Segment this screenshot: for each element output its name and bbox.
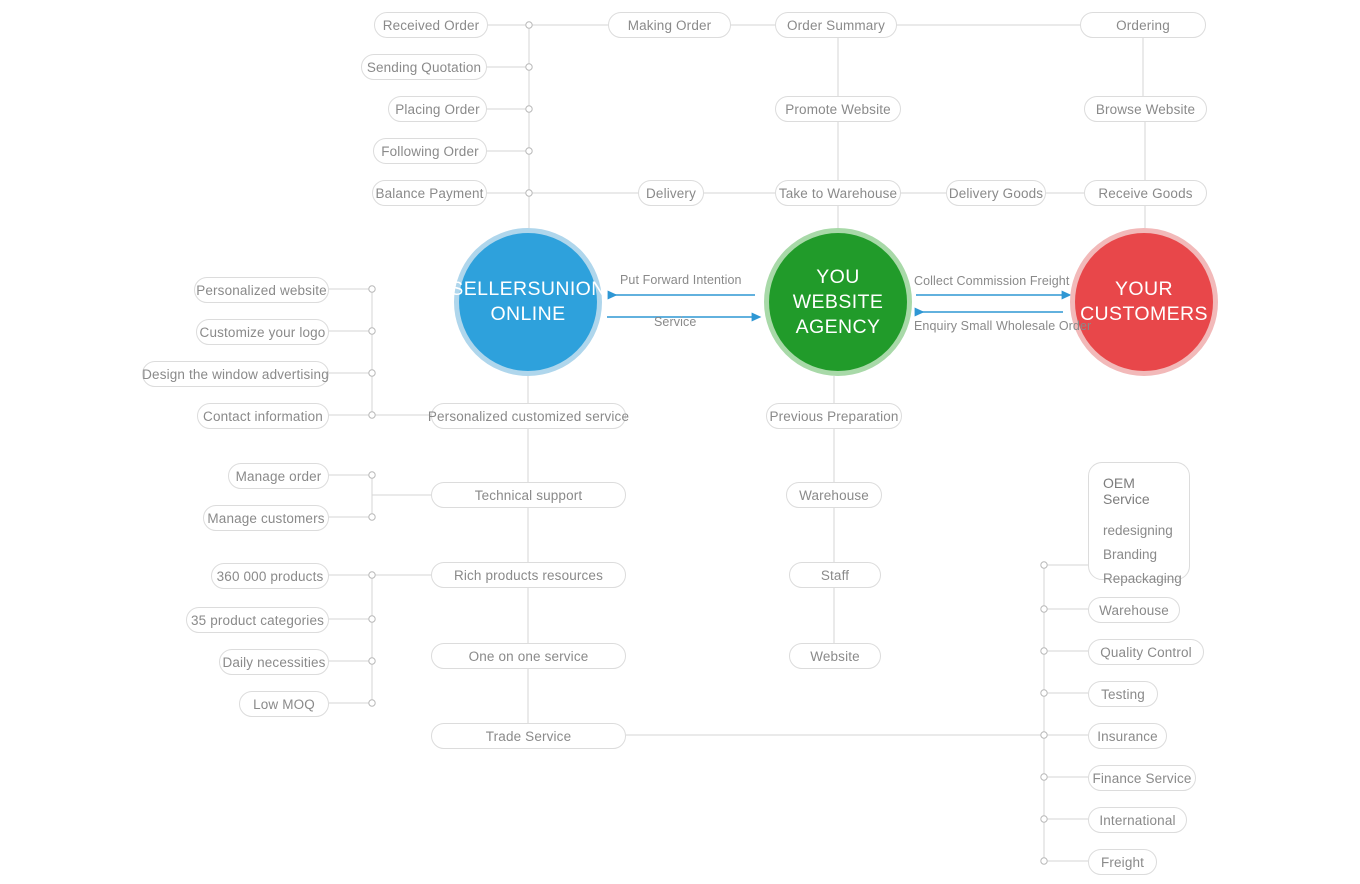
node-delivery-goods[interactable]: Delivery Goods [946, 180, 1046, 206]
circle-blue-line1: SELLERSUNION [450, 278, 606, 300]
node-35-product-categories[interactable]: 35 product categories [186, 607, 329, 633]
arrow-label-put-forward-intention: Put Forward Intention [620, 273, 742, 287]
arrow-label-service: Service [654, 315, 697, 329]
node-receive-goods[interactable]: Receive Goods [1084, 180, 1207, 206]
node-take-to-warehouse[interactable]: Take to Warehouse [775, 180, 901, 206]
node-following-order[interactable]: Following Order [373, 138, 487, 164]
node-design-window-advertising[interactable]: Design the window advertising [142, 361, 329, 387]
node-staff[interactable]: Staff [789, 562, 881, 588]
node-promote-website[interactable]: Promote Website [775, 96, 901, 122]
node-received-order[interactable]: Received Order [374, 12, 488, 38]
node-freight[interactable]: Freight [1088, 849, 1157, 875]
node-technical-support[interactable]: Technical support [431, 482, 626, 508]
node-website[interactable]: Website [789, 643, 881, 669]
node-balance-payment[interactable]: Balance Payment [372, 180, 487, 206]
node-sending-quotation[interactable]: Sending Quotation [361, 54, 487, 80]
node-trade-service[interactable]: Trade Service [431, 723, 626, 749]
circle-red-line1: YOUR [1115, 278, 1173, 300]
node-center-warehouse[interactable]: Warehouse [786, 482, 882, 508]
node-previous-preparation[interactable]: Previous Preparation [766, 403, 902, 429]
node-right-warehouse[interactable]: Warehouse [1088, 597, 1180, 623]
node-testing[interactable]: Testing [1088, 681, 1158, 707]
circle-your-website-agency[interactable]: YOU WEBSITE AGENCY [764, 228, 912, 376]
arrow-label-enquiry-wholesale: Enquiry Small Wholesale Order [914, 319, 1092, 333]
circle-red-line2: CUSTOMERS [1080, 303, 1208, 325]
circle-green-line1: YOU [816, 265, 860, 288]
node-contact-information[interactable]: Contact information [197, 403, 329, 429]
oem-item-redesigning: redesigning [1103, 523, 1173, 538]
oem-service-title: OEM Service [1103, 475, 1150, 507]
circle-your-customers[interactable]: YOUR CUSTOMERS [1070, 228, 1218, 376]
node-browse-website[interactable]: Browse Website [1084, 96, 1207, 122]
node-daily-necessities[interactable]: Daily necessities [219, 649, 329, 675]
node-delivery[interactable]: Delivery [638, 180, 704, 206]
node-placing-order[interactable]: Placing Order [388, 96, 487, 122]
node-finance-service[interactable]: Finance Service [1088, 765, 1196, 791]
circle-blue-line2: ONLINE [490, 303, 566, 325]
node-one-on-one-service[interactable]: One on one service [431, 643, 626, 669]
node-personalized-customized-service[interactable]: Personalized customized service [428, 403, 629, 429]
circle-green-line2: WEBSITE [792, 290, 884, 313]
node-low-moq[interactable]: Low MOQ [239, 691, 329, 717]
oem-item-repackaging: Repackaging [1103, 571, 1182, 586]
node-insurance[interactable]: Insurance [1088, 723, 1167, 749]
node-making-order[interactable]: Making Order [608, 12, 731, 38]
node-oem-service-box[interactable]: OEM Service redesigning Branding Repacka… [1088, 462, 1190, 586]
oem-item-branding: Branding [1103, 547, 1158, 562]
circle-sellersunion-online[interactable]: SELLERSUNION ONLINE [450, 228, 605, 376]
circle-green-line3: AGENCY [795, 315, 881, 338]
node-customize-your-logo[interactable]: Customize your logo [196, 319, 329, 345]
node-order-summary[interactable]: Order Summary [775, 12, 897, 38]
arrow-label-collect-commission-freight: Collect Commission Freight [914, 274, 1070, 288]
node-ordering[interactable]: Ordering [1080, 12, 1206, 38]
node-manage-order[interactable]: Manage order [228, 463, 329, 489]
node-quality-control[interactable]: Quality Control [1088, 639, 1204, 665]
node-international[interactable]: International [1088, 807, 1187, 833]
node-manage-customers[interactable]: Manage customers [203, 505, 329, 531]
node-personalized-website[interactable]: Personalized website [194, 277, 329, 303]
node-360000-products[interactable]: 360 000 products [211, 563, 329, 589]
node-rich-products-resources[interactable]: Rich products resources [431, 562, 626, 588]
